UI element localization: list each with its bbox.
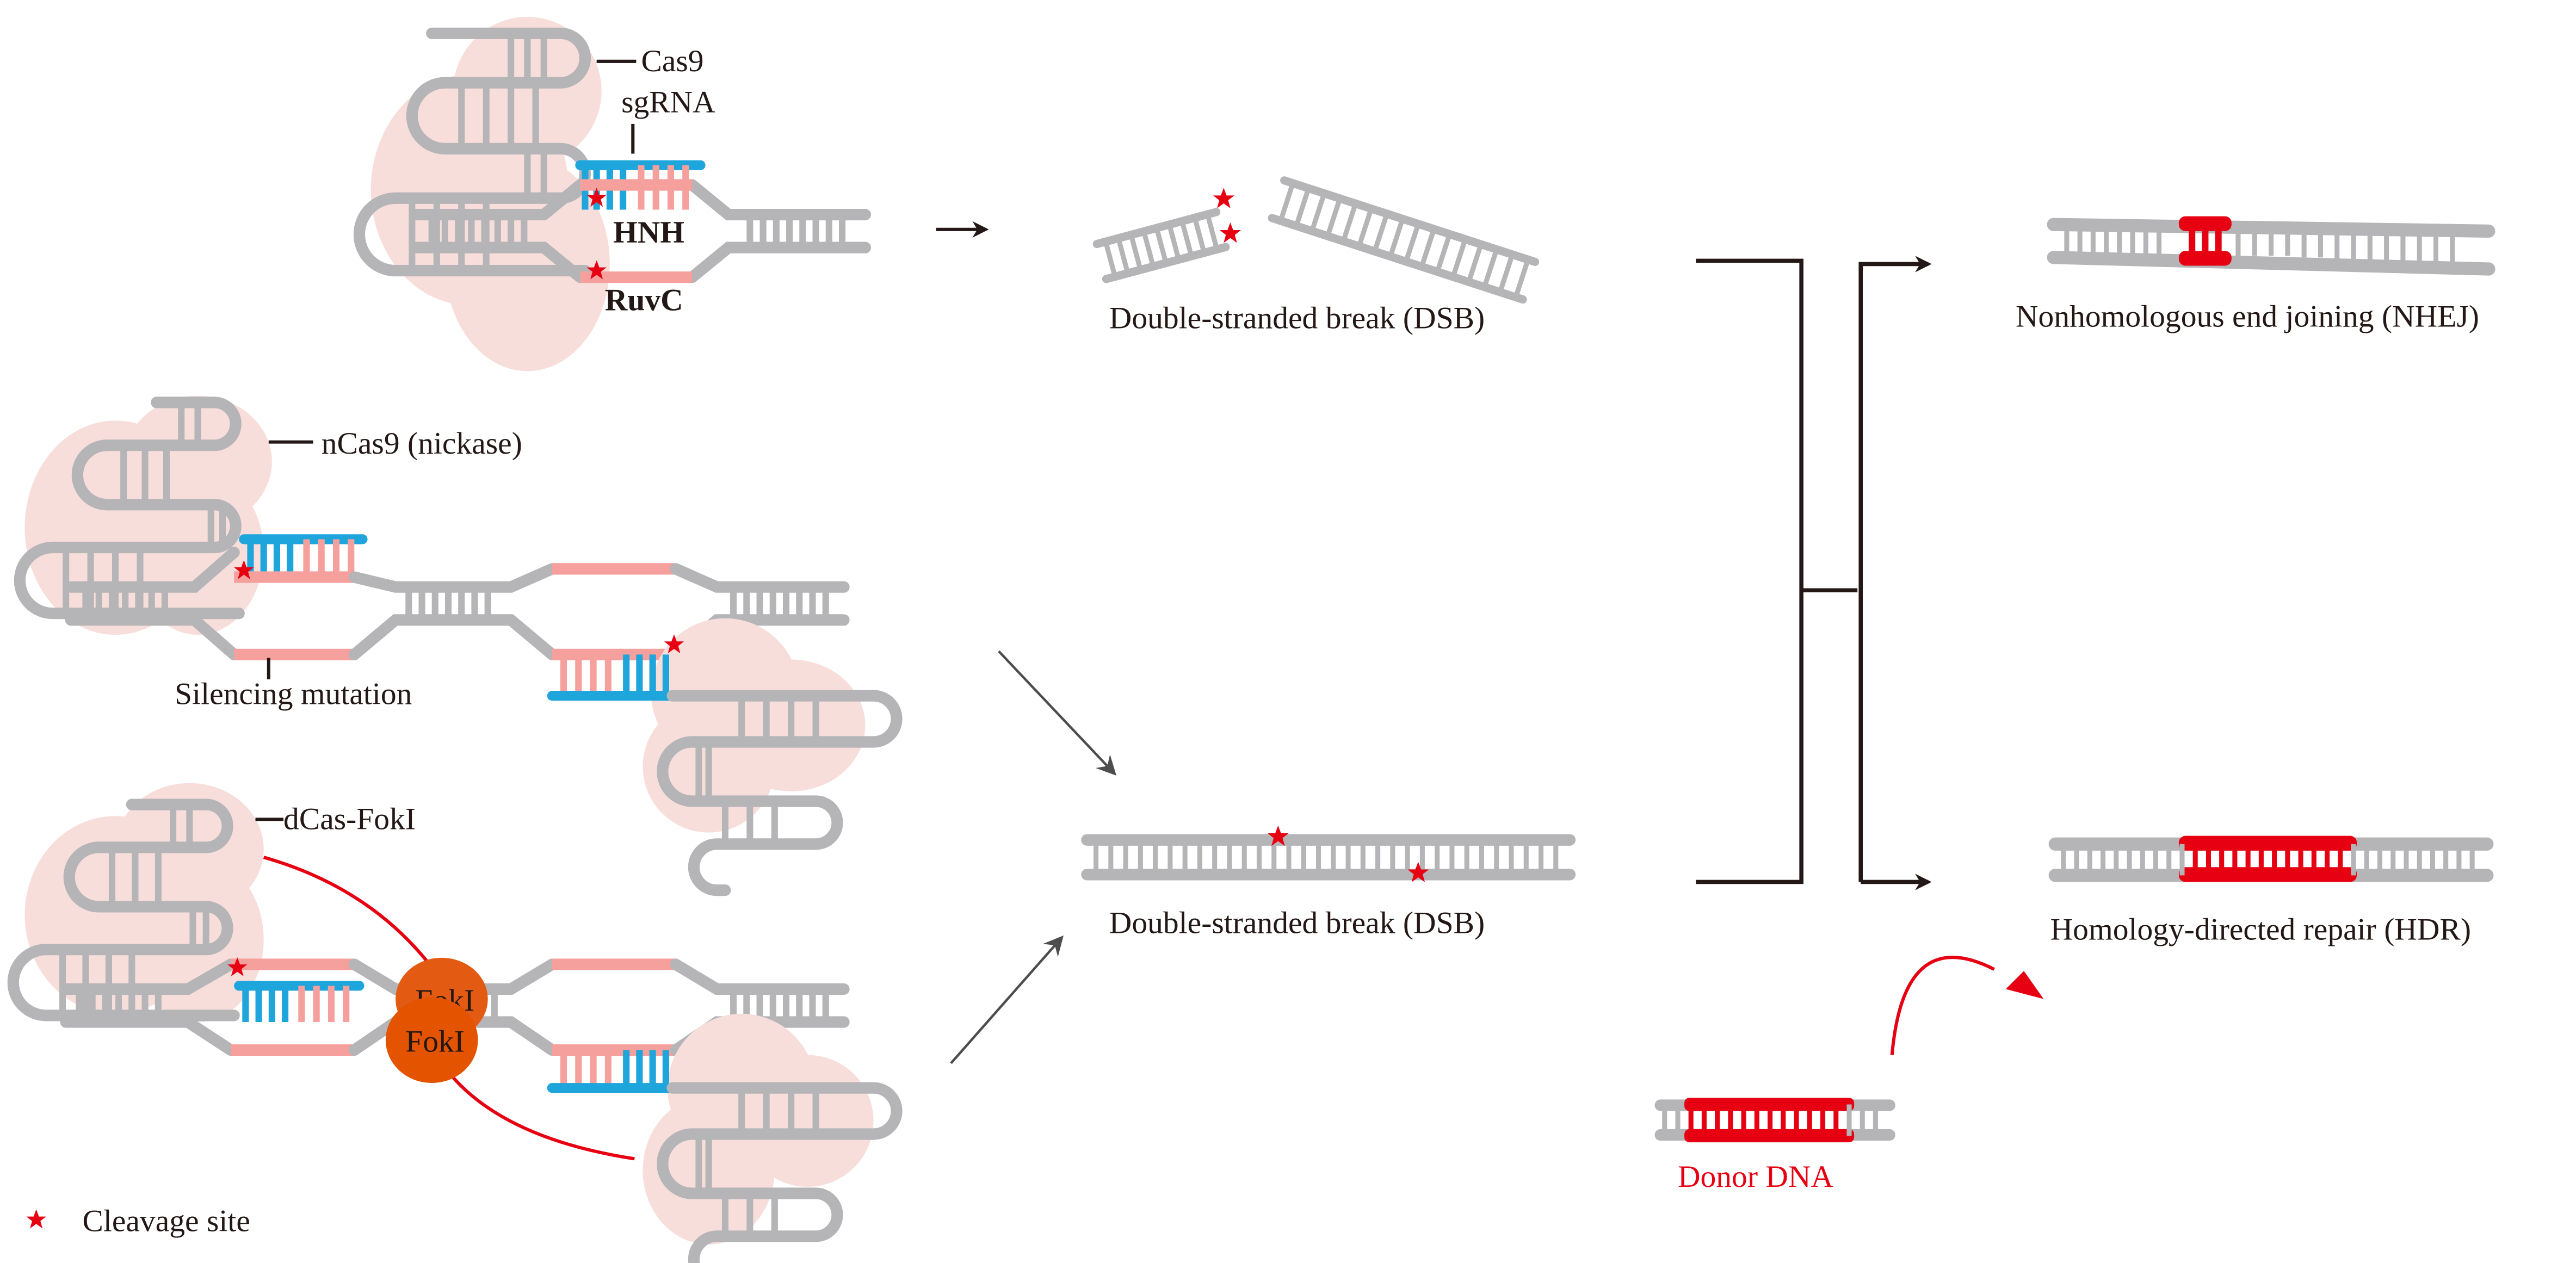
dsb-bottom-dna xyxy=(1081,825,1576,882)
linker-bottom xyxy=(440,1062,635,1161)
donor-dna xyxy=(1654,1098,1895,1143)
dsb-top-label: Double-stranded break (DSB) xyxy=(1109,301,1485,336)
donor-dna-label: Donor DNA xyxy=(1678,1160,1834,1194)
repair-bracket xyxy=(1696,256,1932,890)
dsb-bottom-label: Double-stranded break (DSB) xyxy=(1109,906,1485,940)
ncas9-label: nCas9 (nickase) xyxy=(322,426,522,461)
arrow-dcas-to-dsb xyxy=(950,935,1064,1064)
legend: Cleavage site xyxy=(26,1204,250,1239)
sgrna-label: sgRNA xyxy=(621,85,715,120)
ruvc-label: RuvC xyxy=(605,283,683,317)
donor-insertion-arrow xyxy=(1890,956,1995,1055)
nhej-repair-segment xyxy=(2178,216,2232,266)
dsb-top-broken-dna xyxy=(1092,176,1540,304)
hdr-label: Homology-directed repair (HDR) xyxy=(2050,913,2471,947)
nhej-dna xyxy=(2047,216,2495,276)
panel-ncas9: nCas9 (nickase) Silencing mutation xyxy=(14,395,903,896)
arrow-ncas9-to-dsb xyxy=(998,650,1117,776)
foki-bottom: FokI xyxy=(385,997,478,1084)
dcas-foki-label: dCas-FokI xyxy=(283,802,416,837)
donor-arrowhead xyxy=(2005,971,2044,999)
target-dna xyxy=(411,179,872,283)
hdr-dna xyxy=(2048,835,2494,882)
panel-dcas-foki: FokI FokI dCas-FokI xyxy=(7,783,903,1263)
cas9-label: Cas9 xyxy=(641,44,703,78)
silencing-mutation-label: Silencing mutation xyxy=(175,677,412,711)
cleavage-star xyxy=(1213,188,1234,208)
hnh-label: HNH xyxy=(613,215,684,250)
panel-cas9: Cas9 sgRNA HNH RuvC xyxy=(353,17,872,372)
nhej-label: Nonhomologous end joining (NHEJ) xyxy=(2016,300,2479,334)
foki-bottom-label: FokI xyxy=(405,1025,465,1059)
legend-cleavage-label: Cleavage site xyxy=(82,1204,250,1239)
linker-top xyxy=(263,856,443,982)
cleavage-star xyxy=(1219,222,1241,243)
cleavage-star-legend-icon xyxy=(26,1209,46,1229)
